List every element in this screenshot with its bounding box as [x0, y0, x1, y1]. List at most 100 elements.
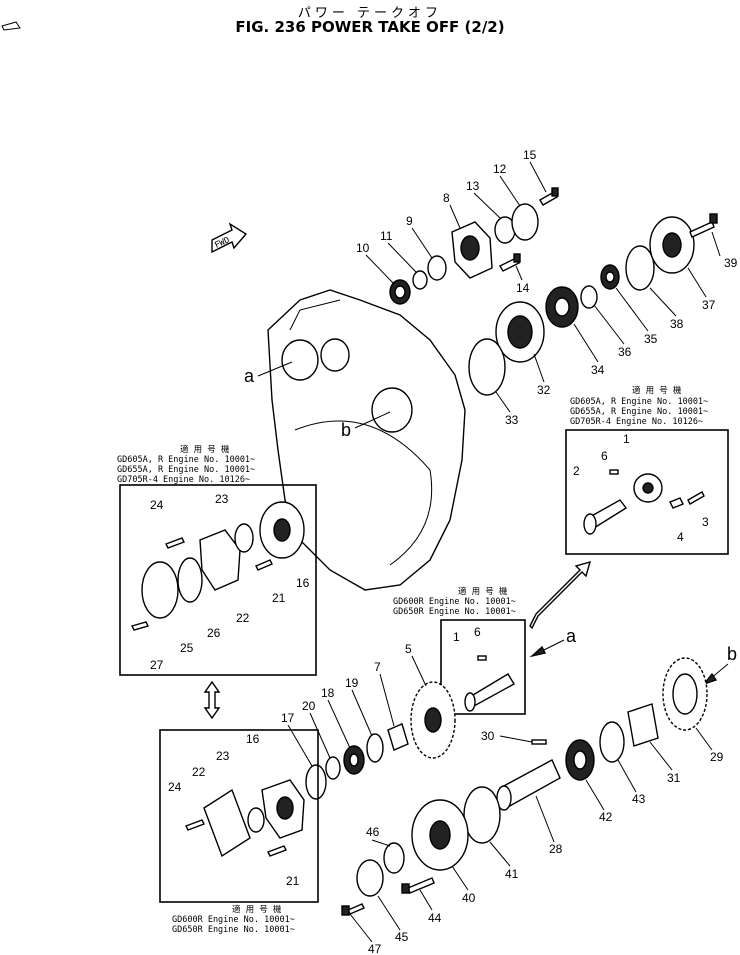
- double-arrow-left: [203, 680, 221, 720]
- label-lm-21: 21: [272, 591, 286, 605]
- box-lm-header: 適 用 号 機: [180, 444, 230, 455]
- label-bl-24: 24: [168, 780, 182, 794]
- part-35-nut: [600, 264, 620, 290]
- label-lm-25: 25: [180, 641, 194, 655]
- label-lm-24: 24: [150, 498, 164, 512]
- box-tr-line-2: GD655A, R Engine No. 10001~: [570, 407, 708, 417]
- label-lm-27: 27: [150, 658, 164, 672]
- label-42: 42: [599, 810, 613, 824]
- label-35: 35: [644, 332, 658, 346]
- part-44-bolt: [401, 877, 435, 894]
- label-13: 13: [466, 179, 480, 193]
- box-lm-line-1: GD605A, R Engine No. 10001~: [117, 455, 255, 465]
- part-17-o-ring: [305, 764, 327, 800]
- part-9-o-ring: [427, 255, 447, 281]
- label-41: 41: [505, 867, 519, 881]
- part-37-cover: [649, 216, 695, 274]
- label-10: 10: [356, 241, 370, 255]
- label-32: 32: [537, 383, 551, 397]
- label-38: 38: [670, 317, 684, 331]
- part-42-bearing: [565, 739, 595, 781]
- marker-a-arrow: a: [529, 626, 577, 658]
- label-31: 31: [667, 771, 681, 785]
- label-37: 37: [702, 298, 716, 312]
- applicability-box-top-right: 適 用 号 機 GD605A, R Engine No. 10001~ GD65…: [565, 385, 729, 555]
- label-c-1: 1: [453, 630, 460, 644]
- part-47-bolt: [341, 903, 365, 916]
- part-43-snap-ring: [599, 721, 625, 763]
- part-15-bolt: [539, 187, 559, 206]
- part-32-retainer: [495, 301, 545, 363]
- part-46-o-ring: [383, 842, 405, 874]
- part-45-cover: [356, 859, 384, 897]
- label-bl-23: 23: [216, 749, 230, 763]
- figure-title: FIG. 236 POWER TAKE OFF (2/2): [235, 18, 505, 36]
- label-a: a: [244, 366, 255, 386]
- label-14: 14: [516, 281, 530, 295]
- box-c-line-2: GD650R Engine No. 10001~: [393, 607, 516, 617]
- label-b: b: [341, 420, 351, 440]
- applicability-box-bottom-left: 適 用 号 機 GD600R Engine No. 10001~ GD650R …: [159, 729, 319, 935]
- box-tr-line-1: GD605A, R Engine No. 10001~: [570, 397, 708, 407]
- part-10-bearing: [389, 279, 411, 305]
- title-japanese: パワー テークオフ: [297, 6, 443, 21]
- part-number-labels: 15 12 13 8 9 11 10 14 39 37 38 35 36 34 …: [150, 148, 738, 955]
- box-bl-header: 適 用 号 機: [232, 904, 282, 915]
- label-18: 18: [321, 686, 335, 700]
- label-lm-26: 26: [207, 626, 221, 640]
- label-33: 33: [505, 413, 519, 427]
- label-47: 47: [368, 942, 382, 955]
- part-7-collar: [387, 723, 409, 751]
- label-12: 12: [493, 162, 507, 176]
- label-28: 28: [549, 842, 563, 856]
- box-c-header: 適 用 号 機: [458, 586, 508, 597]
- part-5-gear: [410, 681, 456, 759]
- label-tr-1: 1: [623, 432, 630, 446]
- label-bl-22: 22: [192, 765, 206, 779]
- applicability-box-left-mid: 適 用 号 機 GD605A, R Engine No. 10001~ GD65…: [117, 444, 317, 676]
- label-tr-3: 3: [702, 515, 709, 529]
- label-lm-22: 22: [236, 611, 250, 625]
- label-15: 15: [523, 148, 537, 162]
- part-39-bolt: [689, 213, 718, 238]
- part-30-key: [531, 739, 547, 745]
- box-bl-line-1: GD600R Engine No. 10001~: [172, 915, 295, 925]
- part-36-washer: [580, 285, 598, 309]
- label-11: 11: [380, 229, 393, 243]
- part-19-ring: [366, 733, 384, 763]
- part-33-o-ring: [468, 338, 506, 396]
- part-11-snap-ring: [412, 270, 428, 290]
- label-tr-6: 6: [601, 449, 608, 463]
- label-bl-21: 21: [286, 874, 300, 888]
- box-c-line-1: GD600R Engine No. 10001~: [393, 597, 516, 607]
- label-46: 46: [366, 825, 380, 839]
- label-c-6: 6: [474, 625, 481, 639]
- flywheel-housing: [267, 289, 466, 591]
- part-12-cover: [511, 203, 539, 241]
- box-tr-header: 適 用 号 機: [632, 385, 682, 396]
- label-40: 40: [462, 891, 476, 905]
- label-a-right: a: [566, 626, 577, 646]
- label-8: 8: [443, 191, 450, 205]
- marker-a-housing: a: [244, 361, 293, 386]
- fwd-arrow-icon: FWD: [211, 222, 248, 254]
- label-lm-23: 23: [215, 492, 229, 506]
- part-14-bolt: [499, 253, 521, 272]
- label-43: 43: [632, 792, 646, 806]
- label-45: 45: [395, 930, 409, 944]
- label-29: 29: [710, 750, 724, 764]
- box-tr-line-3: GD705R-4 Engine No. 10126~: [570, 417, 703, 427]
- label-5: 5: [405, 642, 412, 656]
- part-41-o-ring: [463, 786, 501, 844]
- part-18-bearing: [343, 745, 365, 775]
- label-36: 36: [618, 345, 632, 359]
- applicability-box-center: 適 用 号 機 GD600R Engine No. 10001~ GD650R …: [393, 586, 526, 715]
- box-bl-line-2: GD650R Engine No. 10001~: [172, 925, 295, 935]
- label-44: 44: [428, 911, 442, 925]
- part-8-housing: [451, 221, 493, 279]
- part-20-ring: [325, 756, 341, 780]
- label-9: 9: [406, 214, 413, 228]
- part-28-shaft: [496, 759, 561, 811]
